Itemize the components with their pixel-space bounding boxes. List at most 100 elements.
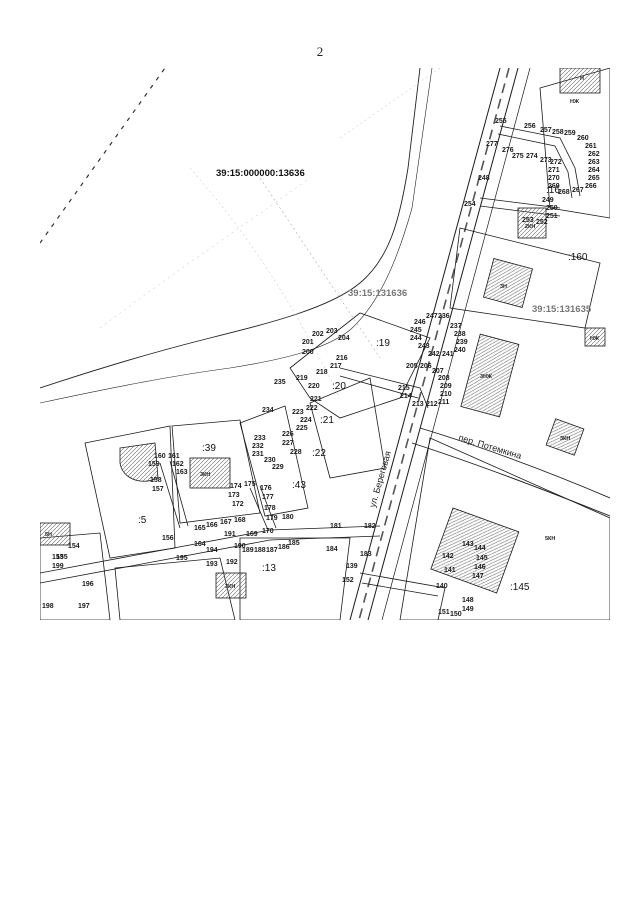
point-label: 185 xyxy=(288,540,300,547)
parcel-label: :19 xyxy=(376,338,390,349)
point-label: 235 xyxy=(274,379,286,386)
building-13-parcel xyxy=(215,572,247,599)
point-label: 172 xyxy=(232,501,244,508)
point-label: 220 xyxy=(308,383,320,390)
point-label: 215 xyxy=(398,385,410,392)
point-label: 247 xyxy=(426,313,438,320)
parcel-label: :145 xyxy=(510,582,530,593)
point-label: 146 xyxy=(474,564,486,571)
point-label: 182 xyxy=(364,523,376,530)
point-label: 194 xyxy=(206,547,218,554)
point-label: 175 xyxy=(244,481,256,488)
point-label: 167 xyxy=(220,519,232,526)
point-label: 190 xyxy=(234,543,246,550)
building-label: 3КН xyxy=(225,584,235,590)
cadastral-label-quarter: 39:15:131636 xyxy=(348,288,407,299)
point-label: 251 xyxy=(546,213,558,220)
parcel-label: :5 xyxy=(138,515,147,526)
point-label: 150 xyxy=(450,611,462,618)
point-label: 154 xyxy=(68,543,80,550)
point-label: 191 xyxy=(224,531,236,538)
point-label: 149 xyxy=(462,606,474,613)
point-label: 264 xyxy=(588,167,600,174)
point-label: 144 xyxy=(474,545,486,552)
point-label: 166 xyxy=(206,522,218,529)
point-label: 205 xyxy=(406,363,418,370)
parcel-label: :160 xyxy=(568,252,588,263)
point-label: 232 xyxy=(252,443,264,450)
point-label: 214 xyxy=(400,393,412,400)
parcel-label: :20 xyxy=(332,381,346,392)
point-label: 218 xyxy=(316,369,328,376)
point-label: 170 xyxy=(262,528,274,535)
point-label: 253 xyxy=(522,217,534,224)
point-label: 242 xyxy=(428,351,440,358)
point-label: 178 xyxy=(264,505,276,512)
point-label: 234 xyxy=(262,407,274,414)
parcel-labels: :19 :20 :21 :22 :43 :39 :5 :13 :16 :160 … xyxy=(138,185,588,593)
cadastral-map: 3КН 3КН 5Н 3НЖ 3Н 2КН 3КН 5КН НЖ НЖ Н 39… xyxy=(40,68,610,620)
point-label: 143 xyxy=(462,541,474,548)
point-label: 261 xyxy=(585,143,597,150)
building-3nzh xyxy=(460,333,520,418)
point-label: 139 xyxy=(346,563,358,570)
parcel-label: :43 xyxy=(292,480,306,491)
point-label: 227 xyxy=(282,440,294,447)
point-label: 160 xyxy=(154,453,166,460)
point-label: 238 xyxy=(454,331,466,338)
point-label: 240 xyxy=(454,347,466,354)
point-label: 243 xyxy=(418,343,430,350)
street-label-potemkina: пер. Потемкина xyxy=(457,432,522,461)
point-label: 252 xyxy=(536,219,548,226)
point-label: 152 xyxy=(342,577,354,584)
point-label: 163 xyxy=(176,469,188,476)
point-label: 155 xyxy=(56,554,68,561)
point-label: 153 xyxy=(52,554,64,561)
point-label: 169 xyxy=(246,531,258,538)
point-label: 174 xyxy=(230,483,242,490)
point-label: 268 xyxy=(558,189,570,196)
point-label: 208 xyxy=(438,375,450,382)
parcel-outlines xyxy=(40,68,610,620)
point-label: 225 xyxy=(296,425,308,432)
point-label: 168 xyxy=(234,517,246,524)
point-label: 263 xyxy=(588,159,600,166)
point-label: 267 xyxy=(572,187,584,194)
point-label: 212 xyxy=(426,401,438,408)
street-label-beregovaya: ул. Береговая xyxy=(367,450,393,509)
cadastral-label-quarter: 39:15:131635 xyxy=(532,304,592,315)
point-label: 210 xyxy=(440,391,452,398)
point-label: 204 xyxy=(338,335,350,342)
building-3n xyxy=(483,258,533,308)
building-3kn-right xyxy=(545,418,585,456)
point-label: 262 xyxy=(588,151,600,158)
building-label: 3КН xyxy=(560,436,570,442)
building-right-small xyxy=(584,327,606,347)
point-label: 158 xyxy=(150,477,162,484)
point-label: 266 xyxy=(585,183,597,190)
point-label: 145 xyxy=(476,555,488,562)
point-label: 192 xyxy=(226,559,238,566)
point-label: 248 xyxy=(478,175,490,182)
parcel-label: :13 xyxy=(262,563,276,574)
building-top-right xyxy=(559,68,601,94)
point-label: 200 xyxy=(302,349,314,356)
building-label: НЖ xyxy=(570,99,579,105)
point-label: 209 xyxy=(440,383,452,390)
point-label: 256 xyxy=(524,123,536,130)
road-beregovaya xyxy=(349,68,531,620)
point-label: 258 xyxy=(552,129,564,136)
point-label: 222 xyxy=(306,405,318,412)
point-label: 159 xyxy=(148,461,160,468)
building-3kn-top xyxy=(517,207,547,239)
point-label: 207 xyxy=(432,368,444,375)
point-label: 183 xyxy=(360,551,372,558)
point-label: 250 xyxy=(546,205,558,212)
building-label: 3Н xyxy=(500,284,507,290)
point-label: 231 xyxy=(252,451,264,458)
point-label: 275 xyxy=(512,153,524,160)
point-label: 195 xyxy=(176,555,188,562)
point-label: 233 xyxy=(254,435,266,442)
point-label: 184 xyxy=(326,546,338,553)
building-5-parcel xyxy=(119,442,159,482)
